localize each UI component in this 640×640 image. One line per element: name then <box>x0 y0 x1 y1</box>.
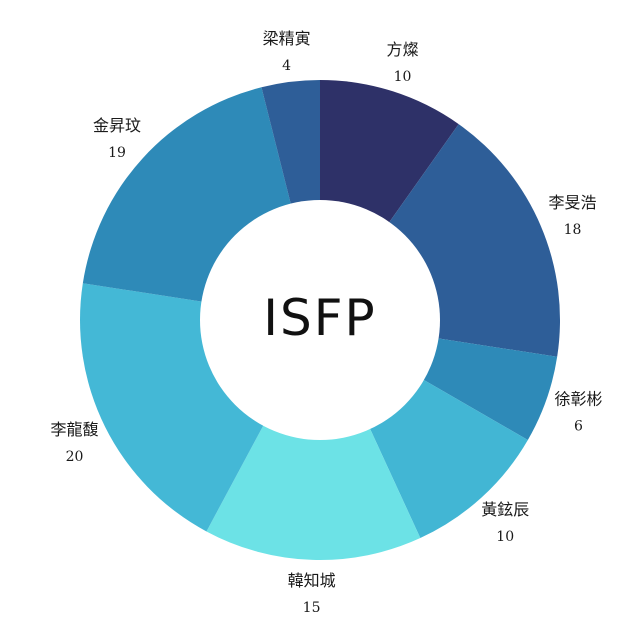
slice-label-value: 6 <box>574 418 583 434</box>
slice-label-value: 18 <box>564 222 582 238</box>
slice-label-name: 李旻浩 <box>548 193 596 212</box>
slice-label-value: 20 <box>66 449 84 465</box>
slice-label-value: 10 <box>496 529 514 545</box>
labels-group: 方燦 10 李旻浩 18 徐彰彬 6 黃鉉辰 10 韓知城 15 李龍馥 20 金昇玟 19 梁精寅 4 <box>50 29 602 616</box>
donut-hole <box>200 200 440 440</box>
slice-label-name: 金昇玟 <box>93 116 141 135</box>
slice-label-name: 李龍馥 <box>50 420 98 439</box>
slice-label-name: 徐彰彬 <box>554 389 602 408</box>
slice-label-value: 10 <box>394 69 412 85</box>
slice-label-name: 黃鉉辰 <box>481 500 529 519</box>
slice-label-value: 4 <box>282 58 291 74</box>
slice-label-name: 韓知城 <box>288 571 336 590</box>
pie-slice <box>206 320 421 560</box>
slice-label-name: 梁精寅 <box>263 29 311 48</box>
center-label: ISFP <box>263 289 376 347</box>
slice-label-name: 方燦 <box>386 40 418 59</box>
slice-label-value: 19 <box>108 145 126 161</box>
slice-label-value: 15 <box>303 600 321 616</box>
